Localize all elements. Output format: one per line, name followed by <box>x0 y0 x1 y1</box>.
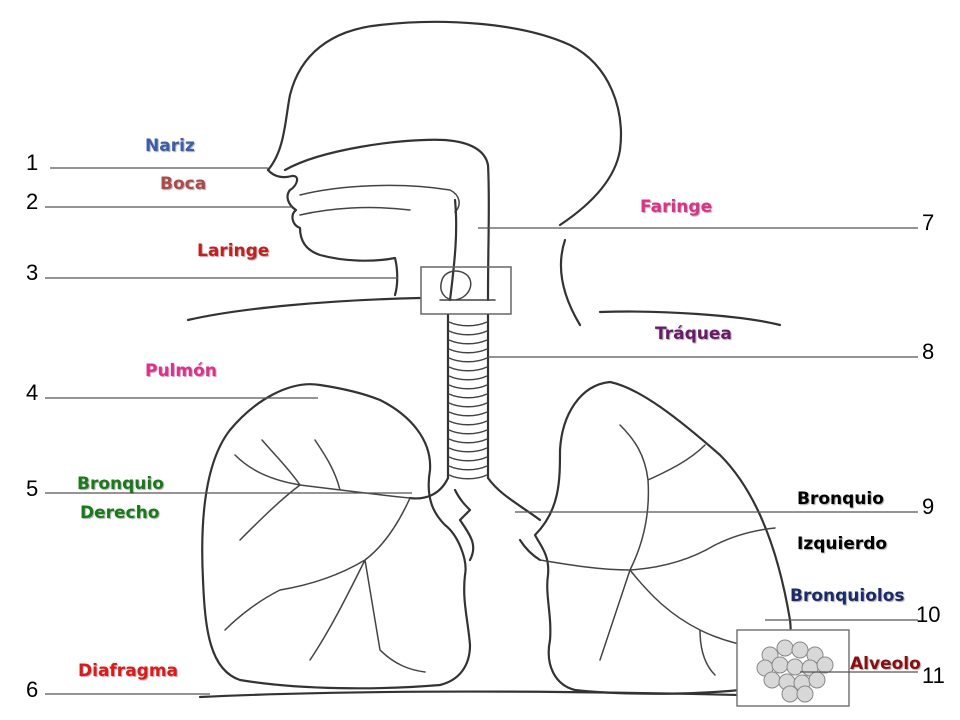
number-6: 6 <box>26 677 38 702</box>
number-8: 8 <box>922 339 934 364</box>
trachea-ring <box>448 348 488 354</box>
label-nariz: Nariz <box>145 136 195 156</box>
label-bronquio-derecho-1: Bronquio <box>77 474 164 494</box>
larynx-drawing <box>439 270 496 301</box>
number-3: 3 <box>26 260 38 285</box>
trachea-ring <box>448 321 488 327</box>
head-outline <box>266 20 622 227</box>
trachea-drawing <box>446 313 490 480</box>
trachea-ring <box>448 357 488 363</box>
trachea-ring <box>448 402 488 408</box>
alveolus-sac <box>791 641 809 659</box>
label-diafragma: Diafragma <box>78 661 179 681</box>
left-bronchial-tree <box>539 424 776 676</box>
trachea-ring <box>448 339 488 345</box>
trachea-ring <box>448 420 488 426</box>
label-faringe: Faringe <box>640 197 713 217</box>
trachea-ring <box>448 384 488 390</box>
larynx-inset-box <box>420 266 512 315</box>
label-bronquio-derecho-2: Derecho <box>80 503 160 523</box>
alveolus-sac <box>771 656 789 674</box>
label-bronquio-izquierdo-1: Bronquio <box>797 489 884 509</box>
label-boca: Boca <box>160 174 207 194</box>
right-bronchial-tree <box>224 439 426 673</box>
alveolus-sac <box>816 656 834 674</box>
alveolus-cluster <box>756 639 834 703</box>
diaphragm-line <box>198 690 782 699</box>
number-10: 10 <box>916 602 940 627</box>
mouth-cavity <box>299 184 460 216</box>
number-5: 5 <box>26 476 38 501</box>
trachea-ring <box>448 438 488 444</box>
right-shoulder <box>598 310 782 327</box>
number-2: 2 <box>26 189 38 214</box>
leader-lines <box>45 167 918 695</box>
number-11: 11 <box>922 663 945 688</box>
trachea-ring <box>448 330 488 336</box>
trachea-ring <box>448 411 488 417</box>
label-pulmon: Pulmón <box>145 361 217 381</box>
right-lung-outline <box>201 383 472 690</box>
number-4: 4 <box>26 380 38 405</box>
left-shoulder <box>186 296 422 322</box>
trachea-ring <box>448 447 488 453</box>
trachea-ring <box>448 465 488 471</box>
alveolus-sac <box>776 639 794 657</box>
alveolus-sac <box>808 671 826 689</box>
label-bronquio-izquierdo-2: Izquierdo <box>797 534 888 554</box>
alveolus-sac <box>781 685 799 703</box>
trachea-ring <box>448 456 488 462</box>
trachea-ring <box>448 366 488 372</box>
number-9: 9 <box>922 494 934 519</box>
label-alveolo: Alveolo <box>850 654 921 674</box>
number-7: 7 <box>922 210 934 235</box>
alveolus-sac <box>763 671 781 689</box>
trachea-ring <box>448 375 488 381</box>
trachea-ring <box>448 474 488 480</box>
label-traquea: Tráquea <box>655 324 732 344</box>
nasal-cavity <box>283 138 490 302</box>
alveolus-sac <box>796 685 814 703</box>
number-1: 1 <box>26 150 38 175</box>
trachea-ring <box>448 393 488 399</box>
left-lung-outline <box>533 380 792 695</box>
trachea-ring <box>448 429 488 435</box>
label-bronquiolos: Bronquiolos <box>790 586 905 606</box>
face-profile <box>266 168 399 297</box>
neck-back <box>559 238 582 327</box>
pharynx-wall <box>448 198 458 302</box>
main-bronchi <box>408 476 542 562</box>
label-laringe: Laringe <box>197 241 270 261</box>
